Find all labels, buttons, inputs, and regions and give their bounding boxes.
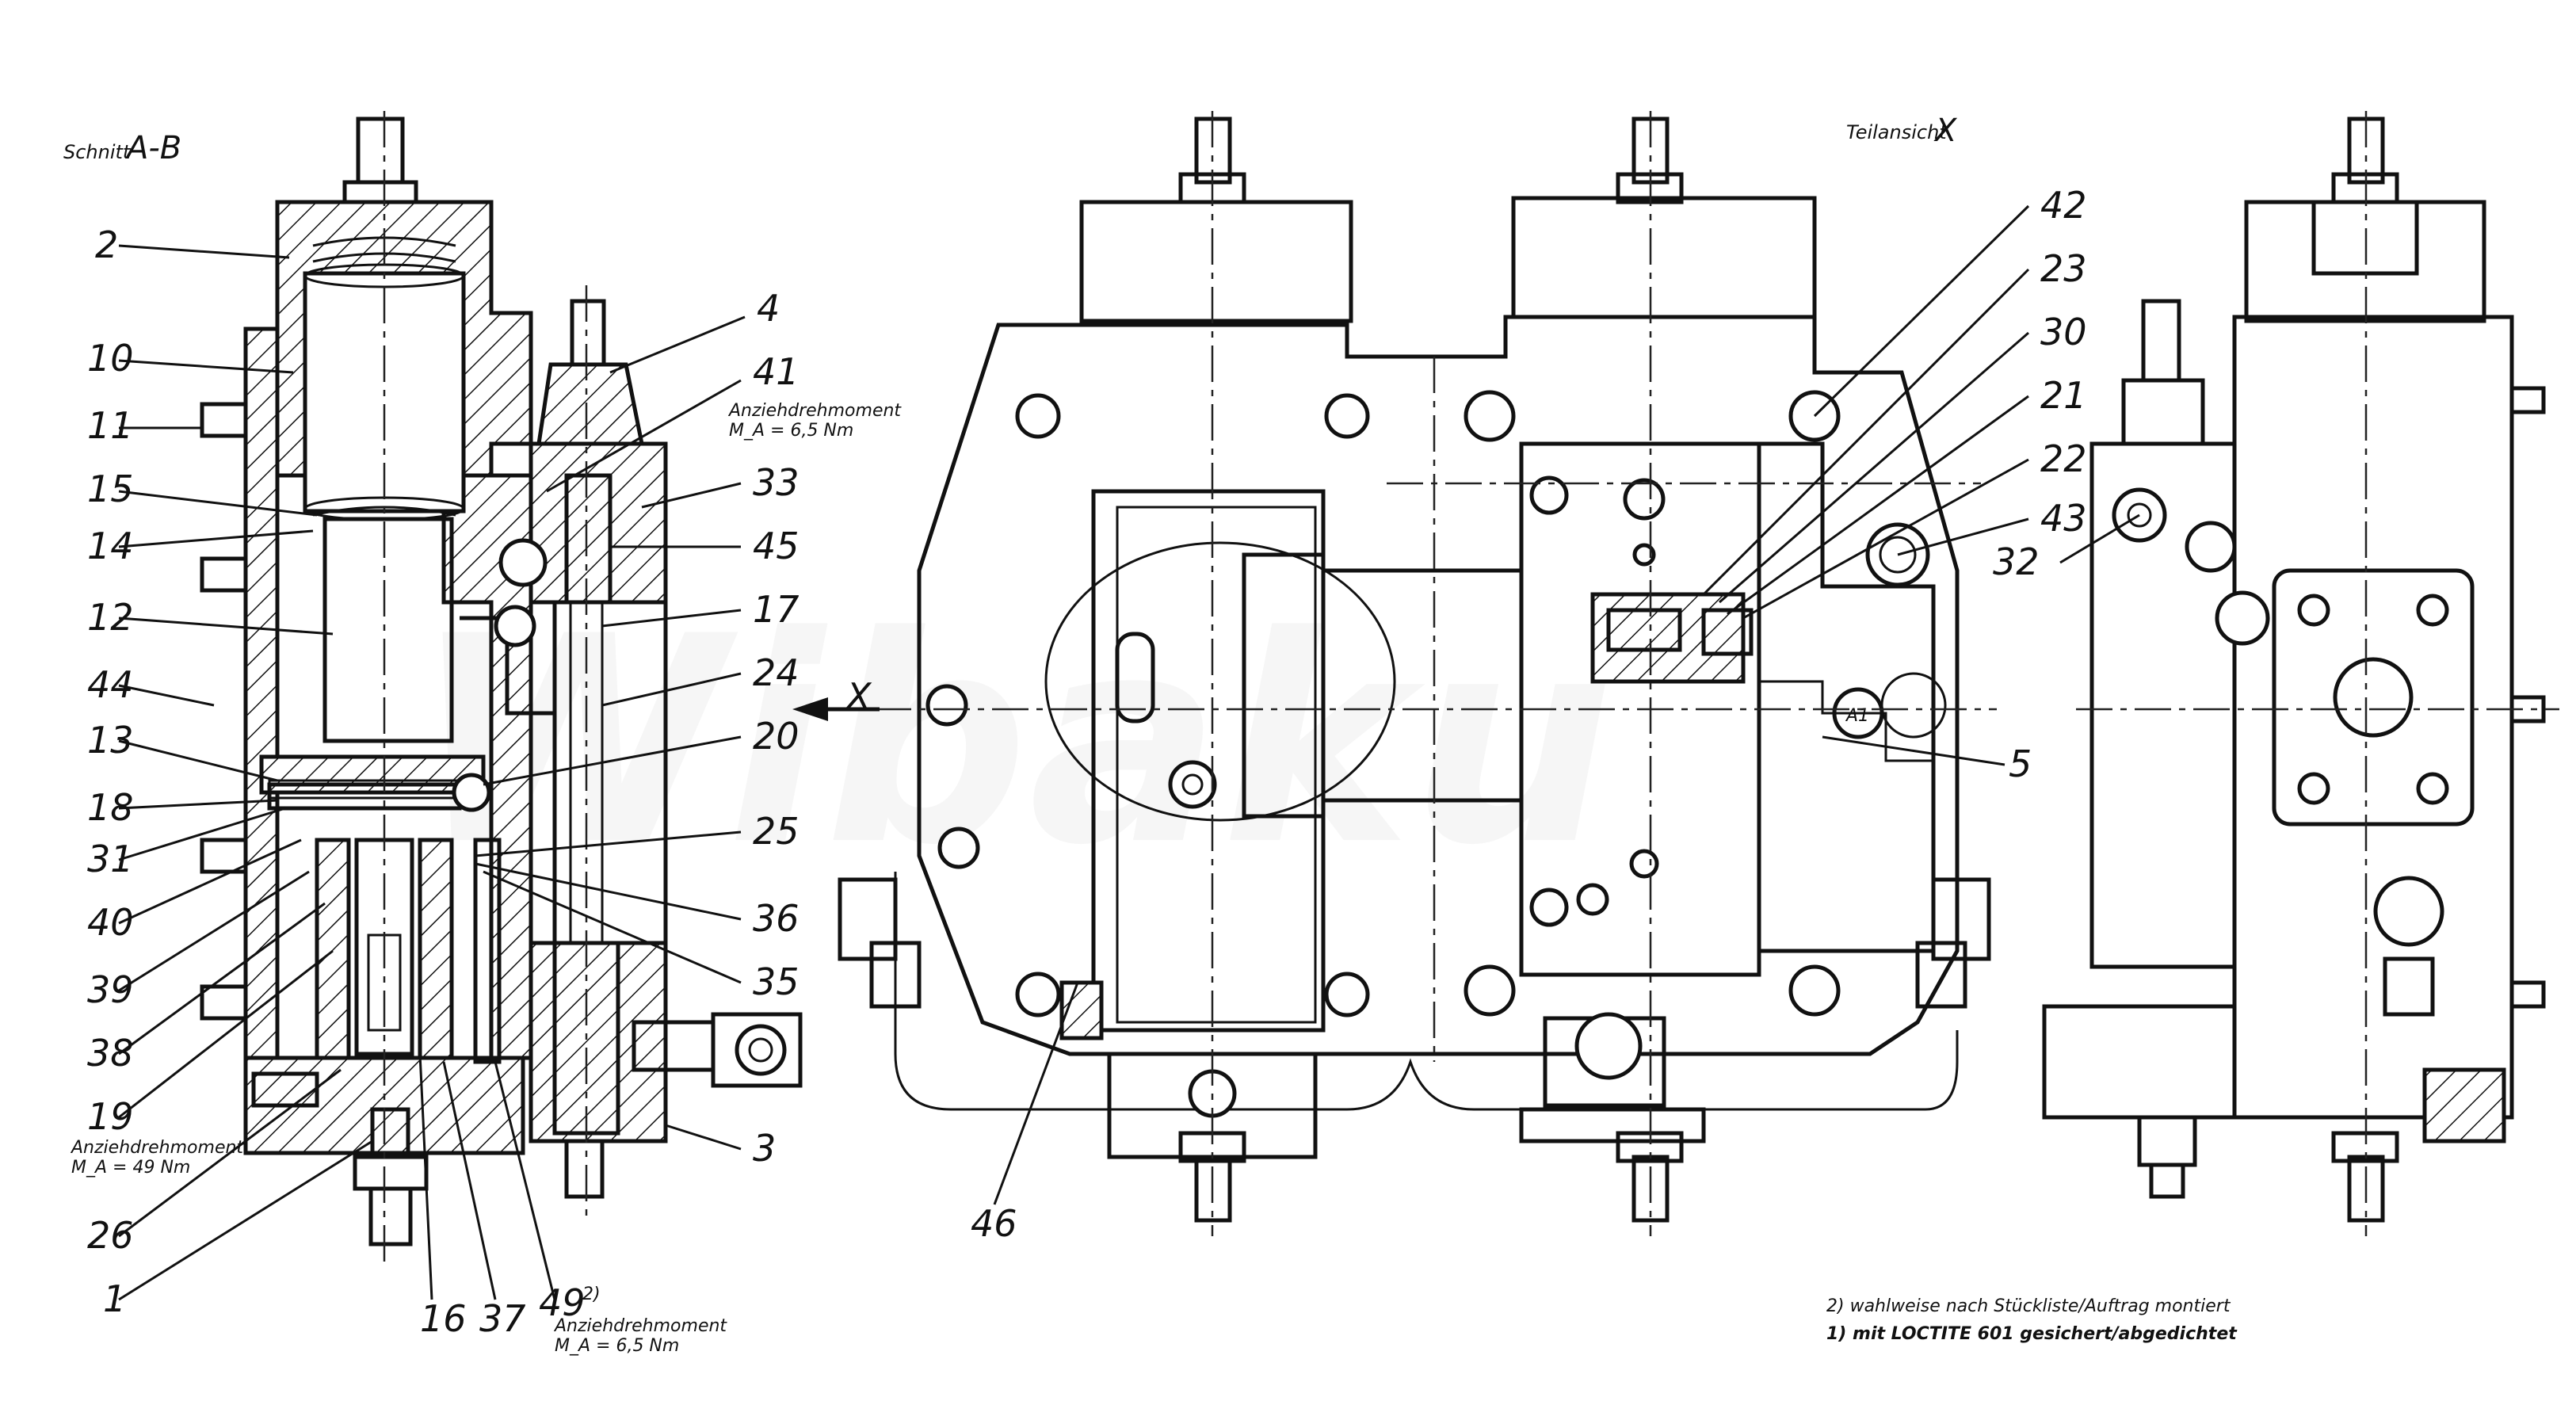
part-label: 46	[971, 1202, 1017, 1245]
footnote-marker-49: 2)	[582, 1285, 601, 1304]
partial-view-title-name: X	[1933, 113, 1958, 149]
part-label: 20	[753, 715, 800, 758]
part-label: 49	[539, 1281, 586, 1324]
part-label: 45	[753, 525, 800, 567]
section-title-prefix: Schnitt	[63, 141, 132, 163]
part-label: 38	[87, 1032, 134, 1075]
torque-note-top-line1: Anziehdrehmoment	[727, 401, 902, 421]
part-label: 37	[479, 1297, 526, 1340]
part-label: 18	[87, 786, 134, 829]
partial-view-title-prefix: Teilansicht	[1846, 121, 1948, 143]
part-label: 24	[753, 651, 800, 694]
torque-note-top-line2: M_A = 6,5 Nm	[729, 421, 853, 441]
part-label: 16	[420, 1297, 467, 1340]
part-label: 41	[753, 350, 800, 393]
torque-note-49-line1: Anziehdrehmoment	[70, 1138, 244, 1158]
part-label: 3	[753, 1127, 776, 1170]
part-label: 33	[753, 461, 800, 504]
footnote-2: 2) wahlweise nach Stückliste/Auftrag mon…	[1826, 1296, 2231, 1316]
part-label: 43	[2040, 497, 2087, 540]
front-view	[792, 111, 1997, 1236]
part-label: 12	[87, 596, 134, 639]
part-label: 14	[87, 525, 134, 567]
part-label: 17	[753, 588, 800, 631]
part-label: 15	[87, 468, 134, 510]
partial-view-x	[2042, 111, 2559, 1236]
part-label: 5	[2009, 743, 2032, 785]
part-label: 26	[87, 1214, 134, 1257]
torque-note-49-line2: M_A = 49 Nm	[71, 1158, 190, 1178]
view-arrow-label: X	[845, 675, 872, 718]
port-label-a1: A1	[1845, 706, 1869, 726]
part-label: 42	[2040, 184, 2087, 227]
part-label: 11	[87, 404, 134, 447]
part-label: 30	[2040, 311, 2087, 353]
part-label: 35	[753, 960, 800, 1003]
part-label: 22	[2040, 437, 2087, 480]
part-label: 4	[757, 287, 780, 330]
part-label: 31	[87, 838, 134, 880]
section-view-a-b	[200, 111, 803, 1268]
part-label: 23	[2040, 247, 2087, 290]
part-label: 21	[2040, 374, 2087, 417]
part-label: 25	[753, 810, 800, 853]
part-label: 39	[87, 968, 134, 1011]
part-label: 10	[87, 337, 134, 380]
section-title-name: A-B	[124, 130, 181, 166]
torque-note-bottom-line2: M_A = 6,5 Nm	[555, 1336, 679, 1356]
torque-note-bottom-line1: Anziehdrehmoment	[553, 1316, 727, 1336]
part-label: 40	[87, 901, 134, 944]
leader-lines	[118, 204, 2140, 1301]
part-label: 44	[87, 663, 134, 706]
part-label: 36	[753, 897, 800, 940]
part-label: 1	[103, 1277, 126, 1320]
footnote-1: 1) mit LOCTITE 601 gesichert/abgedichtet	[1826, 1324, 2238, 1344]
part-label: 19	[87, 1095, 134, 1138]
part-labels: 2 10 11 15 14 12 44 13 18 31 40 39 38 19…	[87, 184, 2087, 1340]
part-label: 2	[95, 223, 118, 266]
part-label: 13	[87, 719, 134, 762]
part-label: 32	[1993, 540, 2040, 583]
